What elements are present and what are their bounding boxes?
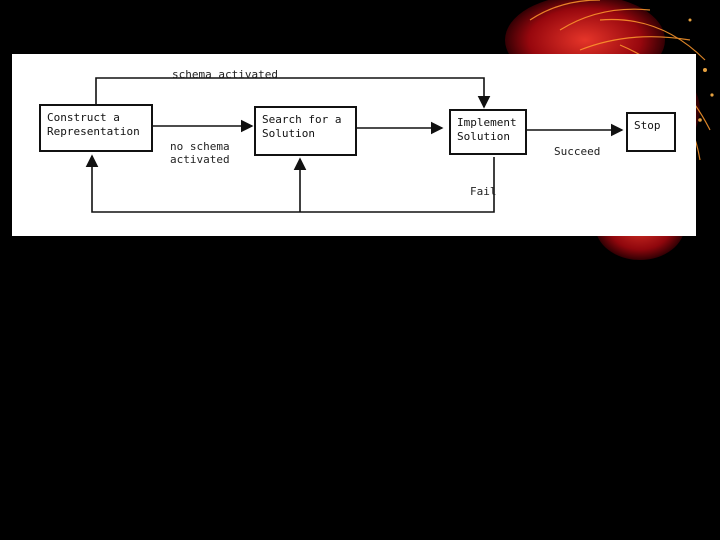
flowchart-connectors [85, 77, 624, 213]
label-succeed: Succeed [554, 145, 601, 158]
node-implement-solution: Implement Solution [449, 109, 527, 155]
arrow-fail-loop [85, 154, 495, 213]
flowchart-panel: Construct a Representation Search for a … [12, 54, 696, 236]
label-no-schema-activated: no schema activated [170, 140, 230, 166]
node-search-solution: Search for a Solution [254, 106, 357, 156]
node-construct-representation: Construct a Representation [39, 104, 153, 152]
label-fail: Fail [470, 185, 497, 198]
label-schema-activated: schema activated [172, 68, 278, 81]
arrow-schema-activated [95, 77, 491, 109]
node-stop: Stop [626, 112, 676, 152]
